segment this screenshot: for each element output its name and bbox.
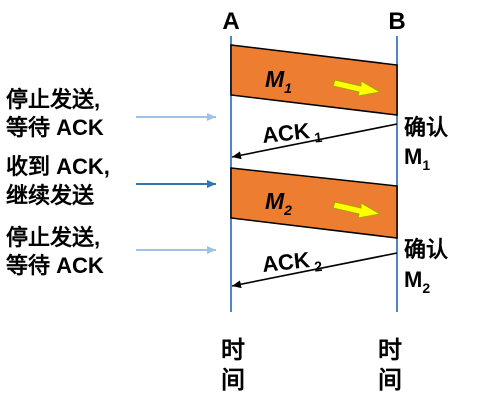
time-label-b-bottom: 间 [378, 367, 402, 394]
host-b-label: B [388, 8, 405, 35]
time-label-a-bottom: 间 [221, 367, 245, 394]
ack2-arrow [231, 252, 398, 289]
annotation-2-line1: 收到 ACK, [6, 154, 110, 179]
annotation-3-line2: 等待 ACK [6, 253, 104, 278]
ack1-arrow [231, 123, 398, 160]
confirm-m1-line1: 确认 [404, 115, 448, 140]
time-label-a-top: 时 [221, 337, 245, 364]
time-label-b-top: 时 [378, 337, 402, 364]
confirm-m2-line1: 确认 [404, 237, 448, 262]
annotation-3-line1: 停止发送, [6, 225, 100, 250]
annotation-2-line2: 继续发送 [6, 183, 94, 208]
frame-m1-label: M1 [265, 66, 292, 96]
frame-m1-arrow-icon [332, 79, 382, 97]
frame-m1-band [230, 44, 398, 116]
annotation-1-line1: 停止发送, [6, 87, 100, 112]
frame-m2-arrow-icon [332, 201, 382, 219]
annotation-1-line2: 等待 ACK [6, 115, 104, 140]
confirm-m2-line2: M2 [404, 267, 430, 296]
confirm-m1-line2: M1 [404, 144, 430, 173]
host-a-label: A [222, 8, 239, 35]
frame-m2-band [230, 167, 398, 239]
frame-m2-label: M2 [265, 188, 292, 218]
